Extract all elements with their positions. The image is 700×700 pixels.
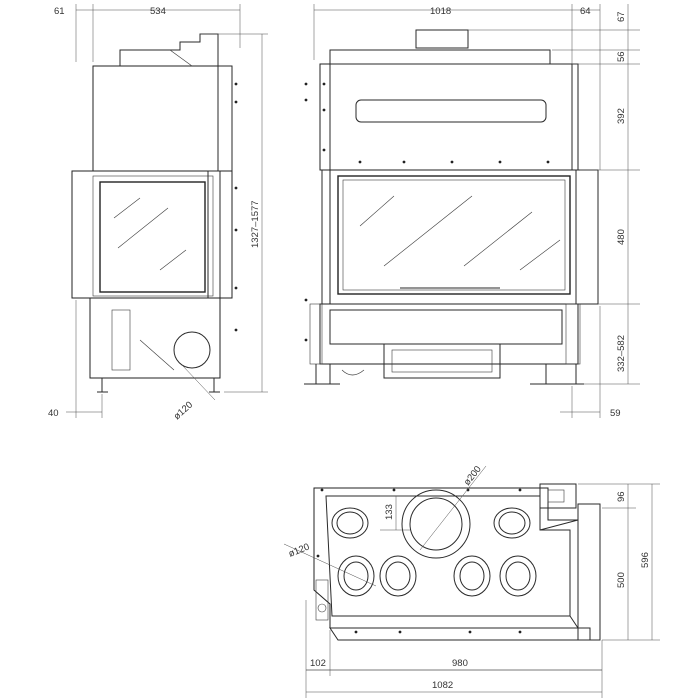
side-view: 61 534 ø120 <box>48 4 268 422</box>
front-air-slot <box>355 99 547 123</box>
side-top-left-label: 61 <box>54 6 65 17</box>
top-view-bottom-dimensions: 102 980 1082 <box>305 600 603 698</box>
front-bottom-label: 59 <box>610 408 621 419</box>
side-height-label: 1327–1577 <box>250 200 261 248</box>
front-flue-collar <box>415 29 469 49</box>
side-door-inner <box>92 175 214 297</box>
top-view-collar-label: ø200 <box>462 464 484 488</box>
top-view-dim-500-label: 500 <box>616 572 627 588</box>
top-view-side-flue-label: ø120 <box>287 541 311 559</box>
front-top-right-label: 64 <box>580 6 591 17</box>
top-view-ellipse-1 <box>331 507 369 539</box>
top-view-dim-102-label: 102 <box>310 658 326 669</box>
top-view-dim-596-label: 596 <box>640 552 651 568</box>
front-width-label: 1018 <box>430 6 451 17</box>
front-upper-housing <box>319 63 579 171</box>
front-bottom-dimension: 59 <box>560 306 621 419</box>
top-view-ellipse-4 <box>379 555 417 597</box>
side-flue-label: ø120 <box>172 400 195 423</box>
side-top-dimension: 61 534 <box>54 4 241 62</box>
top-view: ø200 133 ø120 96 500 596 10 <box>283 464 660 698</box>
front-ash-drawer <box>383 343 501 379</box>
front-top-dimension: 1018 64 <box>313 4 601 170</box>
side-flue-circle <box>173 331 211 369</box>
side-flue-leader <box>181 364 216 401</box>
top-view-rear-bracket <box>539 483 577 509</box>
front-dim-392-label: 392 <box>616 108 627 124</box>
front-view: 1018 64 <box>304 4 640 419</box>
top-view-body <box>313 487 579 629</box>
side-base <box>89 297 221 379</box>
top-view-dim-980-label: 980 <box>452 658 468 669</box>
front-top-cap <box>329 49 551 64</box>
front-dim-67-label: 67 <box>616 11 627 22</box>
side-glass <box>99 181 206 293</box>
front-base <box>319 303 579 365</box>
side-bottom-dimension: 40 <box>48 300 103 419</box>
side-upper-housing <box>92 65 219 172</box>
top-view-side-flue-leader <box>283 543 377 587</box>
top-view-ellipse-2 <box>493 507 531 539</box>
top-view-right-dimensions: 96 500 596 <box>578 483 660 641</box>
side-bottom-label: 40 <box>48 408 59 419</box>
side-top-connector <box>119 33 219 66</box>
front-glass <box>337 175 571 295</box>
top-view-dim-1082-label: 1082 <box>432 680 453 691</box>
top-view-collar-leader <box>419 465 487 551</box>
side-width-label: 534 <box>150 6 166 17</box>
top-view-flue-collar <box>401 489 471 559</box>
front-dim-56-label: 56 <box>616 51 627 62</box>
side-height-dimension: 1327–1577 <box>200 33 268 393</box>
top-view-dim-96-label: 96 <box>616 491 627 502</box>
top-view-offset-label: 133 <box>384 504 395 520</box>
side-rear-panel <box>217 65 233 172</box>
top-view-ellipse-6 <box>499 555 537 597</box>
front-right-dimensions: 67 56 392 480 332–582 <box>468 4 640 385</box>
top-view-side-glass <box>577 503 601 641</box>
top-view-ellipse-3 <box>337 555 375 597</box>
top-view-ellipse-5 <box>453 555 491 597</box>
front-dim-332-label: 332–582 <box>616 335 627 372</box>
front-dim-480-label: 480 <box>616 229 627 245</box>
